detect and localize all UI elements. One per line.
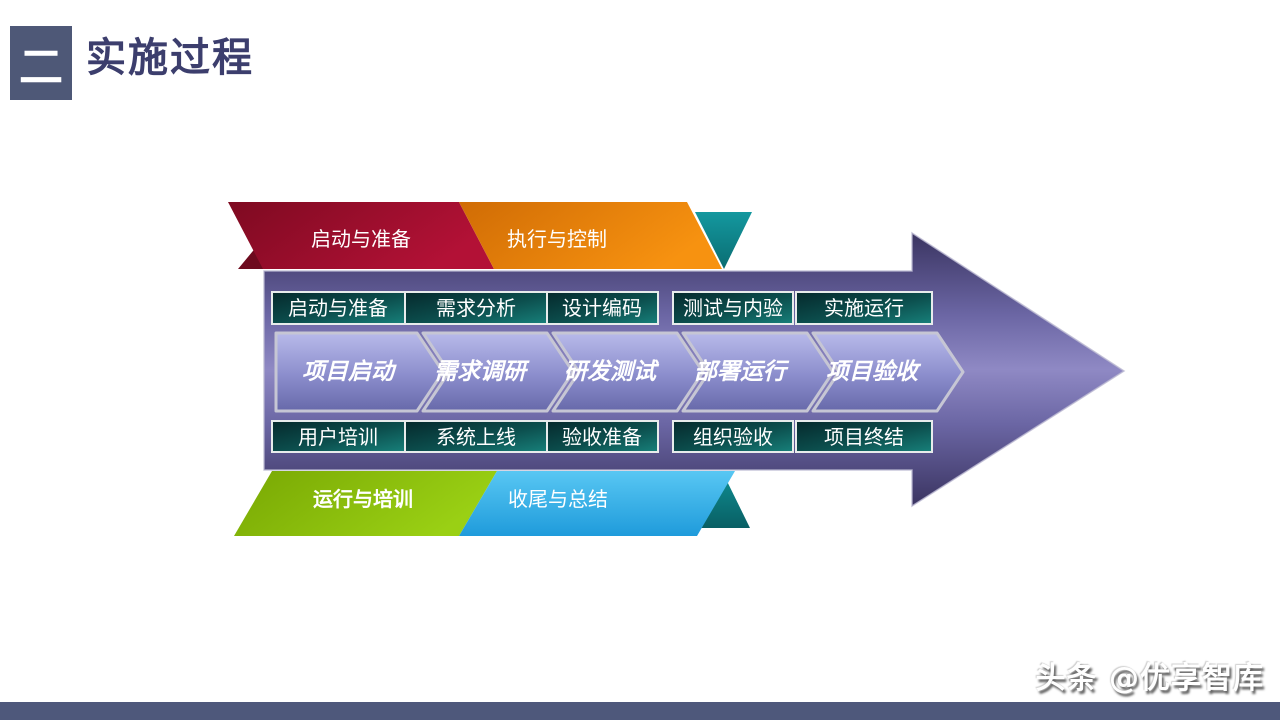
watermark-text: 头条 @优享智库 (1035, 661, 1264, 696)
milestone-chevron-row (274, 331, 965, 413)
milestone-chevron-1 (274, 331, 445, 413)
upper-step-box-5 (795, 291, 933, 325)
milestone-label-5: 项目验收 (826, 359, 922, 385)
phase-ribbon-operation (234, 471, 497, 536)
section-number-badge: 二 (10, 26, 72, 100)
page-title: 实施过程 (86, 35, 254, 81)
lower-step-label-4: 组织验收 (693, 425, 773, 449)
phase-ribbon-closing (459, 471, 735, 536)
lower-step-box-3 (546, 420, 659, 453)
milestone-label-1: 项目启动 (302, 359, 397, 385)
hidden-phase-triangle-top (695, 212, 752, 269)
phase-label-operation: 运行与培训 (313, 487, 413, 511)
phase-ribbon-execution (459, 202, 722, 269)
upper-step-label-1: 启动与准备 (288, 296, 388, 320)
milestone-label-2: 需求调研 (434, 359, 530, 385)
upper-step-box-2 (404, 291, 548, 325)
phase-label-initiation: 启动与准备 (311, 227, 411, 251)
upper-step-box-1 (271, 291, 406, 325)
lower-step-label-5: 项目终结 (824, 425, 904, 449)
lower-step-box-2 (404, 420, 548, 453)
upper-step-label-2: 需求分析 (436, 296, 516, 320)
section-number-text: 二 (19, 42, 63, 93)
milestone-chevron-5 (811, 331, 965, 413)
lower-step-box-5 (795, 420, 933, 453)
lower-step-row (271, 420, 933, 453)
upper-step-box-4 (672, 291, 794, 325)
lower-step-label-2: 系统上线 (436, 425, 516, 449)
lower-step-box-4 (672, 420, 794, 453)
milestone-label-4: 部署运行 (694, 359, 790, 385)
milestone-label-3: 研发测试 (564, 359, 660, 385)
phase-label-closing: 收尾与总结 (508, 487, 608, 511)
milestone-chevron-2 (421, 331, 575, 413)
phase-label-execution: 执行与控制 (507, 227, 607, 251)
milestone-chevron-3 (551, 331, 705, 413)
upper-step-row (271, 291, 933, 325)
milestone-chevron-4 (681, 331, 835, 413)
bottom-accent-bar (0, 702, 1280, 720)
upper-step-box-3 (546, 291, 659, 325)
upper-step-label-3: 设计编码 (562, 296, 642, 320)
upper-step-label-5: 实施运行 (824, 296, 904, 320)
lower-step-label-3: 验收准备 (562, 425, 642, 449)
lower-step-label-1: 用户培训 (298, 425, 378, 449)
phase-ribbon-initiation (228, 202, 494, 269)
upper-step-label-4: 测试与内验 (683, 296, 783, 320)
